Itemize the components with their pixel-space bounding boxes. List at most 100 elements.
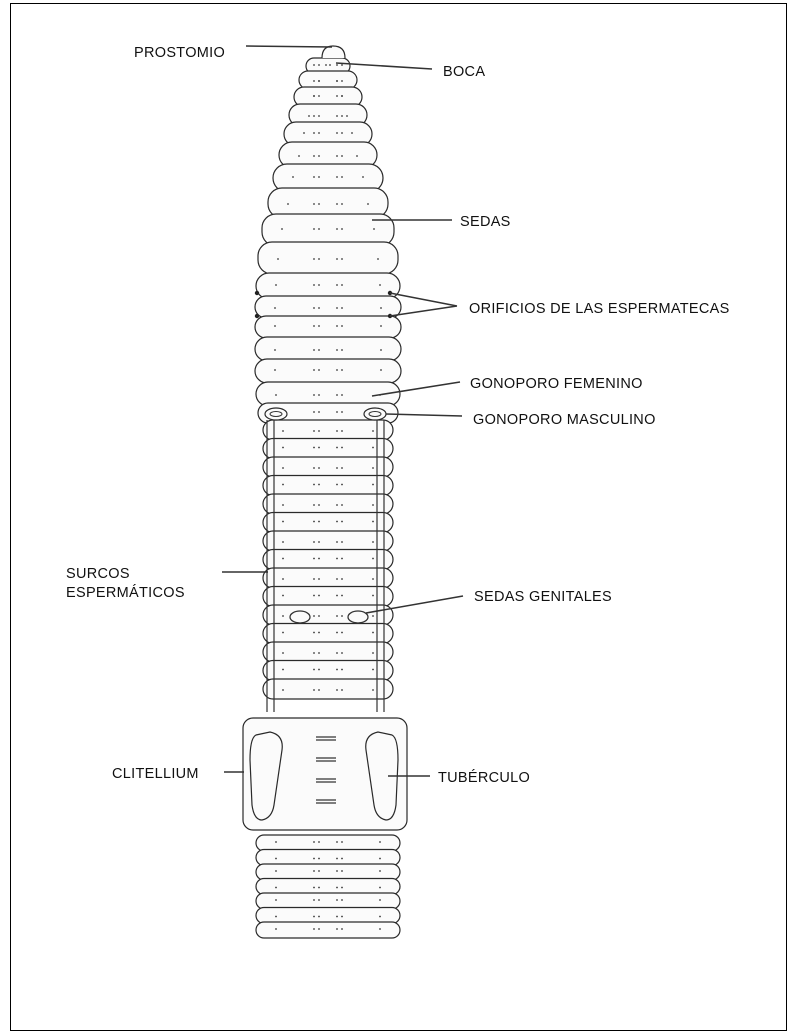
seta-dot bbox=[313, 467, 315, 469]
seta-dot bbox=[341, 558, 343, 560]
seta-dot bbox=[313, 841, 315, 843]
body-segment bbox=[263, 568, 393, 588]
body-segment bbox=[263, 661, 393, 681]
seta-dot bbox=[308, 115, 310, 117]
seta-dot bbox=[336, 541, 338, 543]
seta-dot bbox=[281, 228, 283, 230]
seta-dot bbox=[275, 841, 277, 843]
seta-dot bbox=[336, 669, 338, 671]
seta-dot bbox=[313, 615, 315, 617]
seta-dot bbox=[372, 504, 374, 506]
seta-dot bbox=[341, 899, 343, 901]
seta-dot bbox=[318, 203, 320, 205]
seta-dot bbox=[341, 64, 343, 66]
seta-dot bbox=[318, 284, 320, 286]
seta-dot bbox=[313, 558, 315, 560]
seta-dot bbox=[379, 284, 381, 286]
seta-dot bbox=[318, 325, 320, 327]
seta-dot bbox=[372, 521, 374, 523]
seta-dot bbox=[275, 394, 277, 396]
seta-dot bbox=[379, 916, 381, 918]
body-segment bbox=[262, 214, 394, 246]
seta-dot bbox=[318, 369, 320, 371]
seta-dot bbox=[372, 578, 374, 580]
seta-dot bbox=[372, 467, 374, 469]
seta-dot bbox=[313, 176, 315, 178]
body-segment bbox=[263, 513, 393, 533]
seta-dot bbox=[313, 430, 315, 432]
body-segment bbox=[256, 864, 400, 880]
seta-dot bbox=[336, 578, 338, 580]
seta-dot bbox=[313, 652, 315, 654]
seta-dot bbox=[341, 467, 343, 469]
seta-dot bbox=[341, 615, 343, 617]
seta-dot bbox=[336, 228, 338, 230]
seta-dot bbox=[341, 669, 343, 671]
seta-dot bbox=[274, 369, 276, 371]
seta-dot bbox=[336, 484, 338, 486]
seta-dot bbox=[318, 558, 320, 560]
seta-dot bbox=[313, 325, 315, 327]
seta-dot bbox=[313, 411, 315, 413]
seta-dot bbox=[313, 307, 315, 309]
seta-dot bbox=[380, 325, 382, 327]
seta-dot bbox=[274, 349, 276, 351]
seta-dot bbox=[313, 504, 315, 506]
seta-dot bbox=[313, 669, 315, 671]
seta-dot bbox=[341, 632, 343, 634]
body-segment bbox=[263, 550, 393, 570]
seta-dot bbox=[318, 467, 320, 469]
seta-dot bbox=[313, 521, 315, 523]
seta-dot bbox=[341, 916, 343, 918]
seta-dot bbox=[282, 484, 284, 486]
seta-dot bbox=[379, 858, 381, 860]
seta-dot bbox=[362, 176, 364, 178]
seta-dot bbox=[292, 176, 294, 178]
seta-dot bbox=[336, 132, 338, 134]
body-segment bbox=[256, 850, 400, 866]
seta-dot bbox=[336, 595, 338, 597]
seta-dot bbox=[341, 887, 343, 889]
seta-dot bbox=[336, 447, 338, 449]
body-segment bbox=[256, 893, 400, 909]
seta-dot bbox=[318, 95, 320, 97]
seta-dot bbox=[318, 899, 320, 901]
body-segment bbox=[299, 71, 357, 89]
seta-dot bbox=[313, 349, 315, 351]
seta-dot bbox=[341, 258, 343, 260]
seta-dot bbox=[275, 916, 277, 918]
label-gonoporo-masculino: GONOPORO MASCULINO bbox=[473, 412, 656, 428]
seta-dot bbox=[380, 369, 382, 371]
seta-dot bbox=[287, 203, 289, 205]
seta-dot bbox=[313, 228, 315, 230]
seta-dot bbox=[274, 325, 276, 327]
body-segment bbox=[263, 439, 393, 459]
label-tuberculo: TUBÉRCULO bbox=[438, 769, 530, 786]
seta-dot bbox=[336, 349, 338, 351]
seta-dot bbox=[318, 155, 320, 157]
seta-dot bbox=[341, 95, 343, 97]
seta-dot bbox=[341, 132, 343, 134]
seta-dot bbox=[282, 578, 284, 580]
label-sedas: SEDAS bbox=[460, 214, 511, 230]
seta-dot bbox=[341, 841, 343, 843]
seta-dot bbox=[336, 689, 338, 691]
seta-dot bbox=[336, 394, 338, 396]
seta-dot bbox=[341, 484, 343, 486]
seta-dot bbox=[318, 64, 320, 66]
seta-dot bbox=[318, 870, 320, 872]
seta-dot bbox=[341, 652, 343, 654]
seta-dot bbox=[341, 203, 343, 205]
seta-dot bbox=[313, 541, 315, 543]
seta-dot bbox=[282, 615, 284, 617]
seta-dot bbox=[282, 595, 284, 597]
body-segment bbox=[256, 273, 400, 299]
seta-dot bbox=[282, 504, 284, 506]
seta-dot bbox=[336, 258, 338, 260]
seta-dot bbox=[372, 689, 374, 691]
label-surcos-2: ESPERMÁTICOS bbox=[66, 584, 185, 601]
seta-dot bbox=[313, 447, 315, 449]
seta-dot bbox=[336, 284, 338, 286]
label-clitellium: CLITELLIUM bbox=[112, 766, 199, 782]
seta-dot bbox=[318, 394, 320, 396]
